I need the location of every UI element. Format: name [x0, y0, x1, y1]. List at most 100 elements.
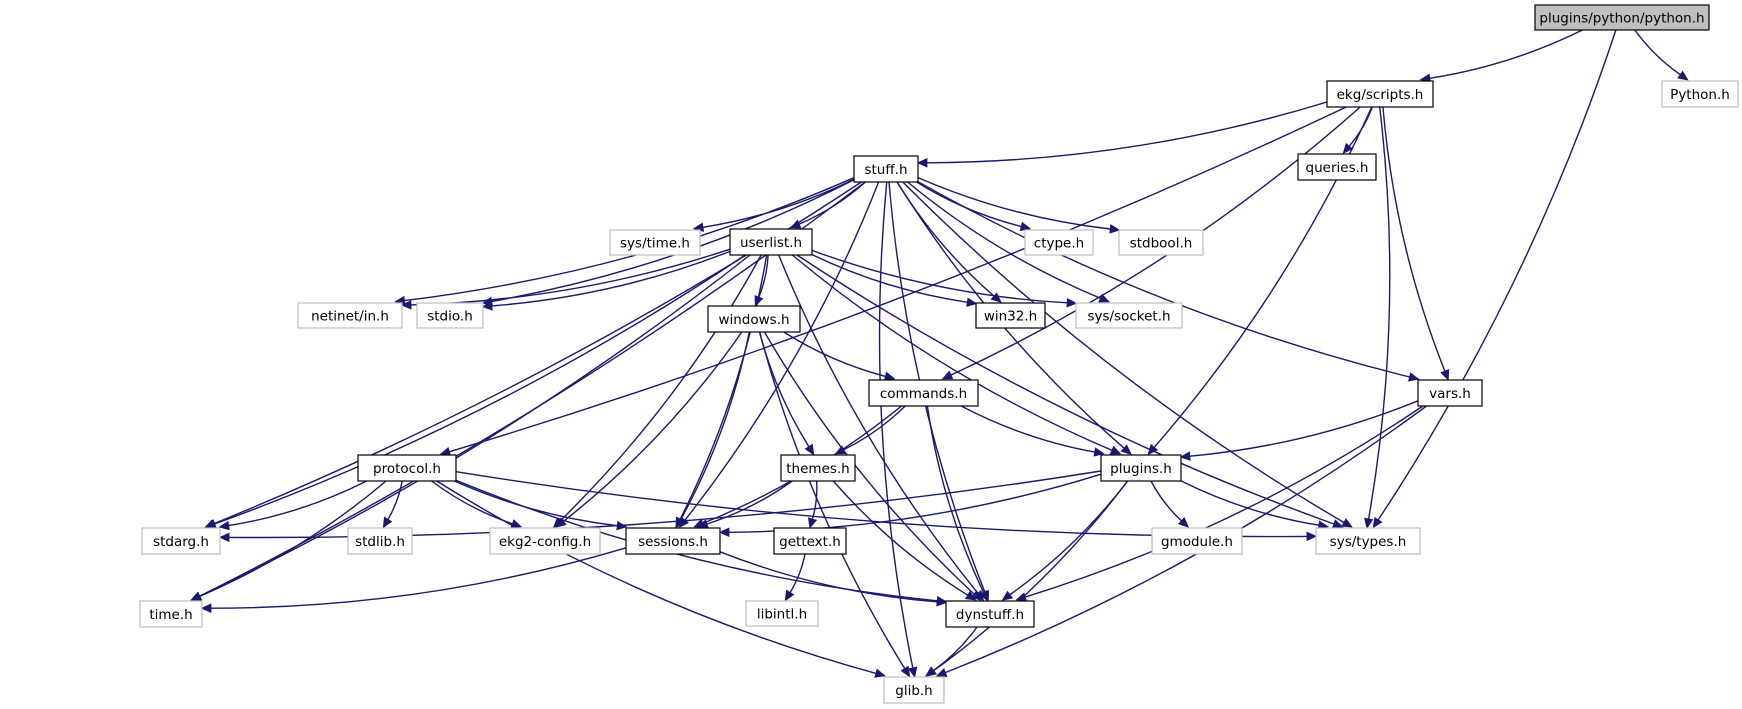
arrowhead [964, 590, 977, 601]
edge-line [1189, 400, 1419, 457]
node-python[interactable]: plugins/python/python.h [1534, 4, 1710, 31]
arrowhead [916, 158, 928, 168]
arrowhead [1066, 298, 1078, 308]
edge-line [917, 176, 1111, 230]
node-scripts[interactable]: ekg/scripts.h [1326, 80, 1434, 108]
edge-line [228, 480, 368, 527]
edge-line [1367, 106, 1391, 520]
node-box [489, 527, 601, 555]
node-box [1417, 379, 1483, 407]
edge-line [1382, 106, 1446, 372]
edge-windows-to-commands [783, 331, 896, 381]
node-label: userlist.h [740, 235, 802, 251]
node-stdarg: stdarg.h [141, 527, 221, 555]
edge-line [926, 405, 985, 593]
edge-line [798, 181, 866, 225]
edge-sessions-to-timeh [200, 547, 627, 613]
edge-python-to-systypes [1372, 29, 1617, 529]
edge-stuff-to-stdbool [917, 176, 1121, 234]
arrowhead [555, 517, 567, 528]
edge-line [832, 480, 969, 596]
node-label: plugins.h [1110, 461, 1172, 477]
node-dynstuff[interactable]: dynstuff.h [945, 600, 1035, 628]
node-win32[interactable]: win32.h [975, 302, 1046, 329]
arrowhead [784, 589, 795, 602]
arrowhead [218, 520, 230, 531]
node-stdbool: stdbool.h [1118, 229, 1204, 256]
node-windows[interactable]: windows.h [707, 305, 801, 333]
edge-userlist-to-systypes [796, 254, 1344, 529]
arrowhead [1342, 142, 1354, 155]
node-stdlib: stdlib.h [347, 527, 413, 555]
arrowhead [1677, 70, 1689, 81]
node-themes[interactable]: themes.h [780, 454, 856, 482]
node-protocol[interactable]: protocol.h [357, 454, 457, 482]
node-box [625, 527, 721, 555]
edge-line [702, 178, 855, 228]
arrowhead [1098, 293, 1111, 303]
node-commands[interactable]: commands.h [868, 379, 979, 407]
arrowhead [481, 301, 493, 311]
node-Python: Python.h [1661, 80, 1739, 108]
node-sessions[interactable]: sessions.h [625, 527, 721, 555]
edge-protocol-to-stdlib [382, 480, 403, 529]
node-label: glib.h [895, 683, 933, 699]
arrowhead [1019, 221, 1032, 232]
edge-line [1429, 29, 1583, 79]
node-box [1075, 302, 1183, 329]
edge-line [945, 405, 1427, 674]
node-label: ekg/scripts.h [1337, 87, 1424, 103]
edge-plugins-to-gmodule [1150, 480, 1189, 528]
arrowhead [874, 668, 886, 678]
node-ctype: ctype.h [1024, 229, 1094, 256]
edge-line [917, 181, 1410, 378]
node-label: gmodule.h [1161, 534, 1233, 550]
edge-line [706, 480, 793, 525]
node-label: dynstuff.h [956, 607, 1024, 623]
arrowhead [190, 591, 202, 601]
edge-windows-to-ekg2config [555, 331, 743, 528]
node-userlist[interactable]: userlist.h [729, 228, 813, 256]
node-box [773, 527, 847, 555]
node-timeh: time.h [139, 600, 203, 628]
node-stdio: stdio.h [416, 302, 484, 329]
node-systypes: sys/types.h [1315, 527, 1421, 555]
edge-line [902, 181, 1345, 524]
edge-line [679, 254, 768, 520]
node-box [609, 229, 701, 256]
node-stuff[interactable]: stuff.h [853, 155, 919, 183]
node-label: plugins/python/python.h [1539, 11, 1704, 27]
node-box [357, 454, 457, 482]
arrowhead [400, 300, 412, 310]
node-box [1024, 229, 1094, 256]
node-label: protocol.h [373, 461, 441, 477]
node-label: stdarg.h [153, 534, 209, 550]
node-box [945, 600, 1035, 628]
edge-line [811, 253, 968, 303]
node-plugins[interactable]: plugins.h [1100, 454, 1182, 482]
arrowhead [1093, 447, 1105, 457]
arrowhead [941, 370, 954, 380]
edge-userlist-to-plugins [791, 254, 1122, 455]
node-label: Python.h [1670, 87, 1730, 103]
arrowhead [205, 519, 217, 529]
arrowhead [718, 527, 730, 538]
node-systime: sys/time.h [609, 229, 701, 256]
edge-line [1634, 29, 1681, 76]
arrowhead [966, 297, 978, 307]
node-vars[interactable]: vars.h [1417, 379, 1483, 407]
node-label: sys/socket.h [1087, 309, 1170, 325]
node-queries[interactable]: queries.h [1297, 153, 1377, 181]
edge-stuff-to-socket [907, 181, 1111, 303]
node-box [868, 379, 979, 407]
edge-line [562, 331, 743, 522]
edge-windows-to-dynstuff [763, 331, 982, 601]
edge-line [214, 254, 746, 525]
edge-line [491, 250, 731, 307]
edge-python-to-Python [1634, 29, 1689, 81]
edge-scripts-to-vars [1382, 106, 1450, 381]
arrowhead [936, 597, 948, 607]
node-gettext[interactable]: gettext.h [773, 527, 847, 555]
edge-line [684, 181, 880, 521]
edge-themes-to-gettext [808, 480, 818, 529]
